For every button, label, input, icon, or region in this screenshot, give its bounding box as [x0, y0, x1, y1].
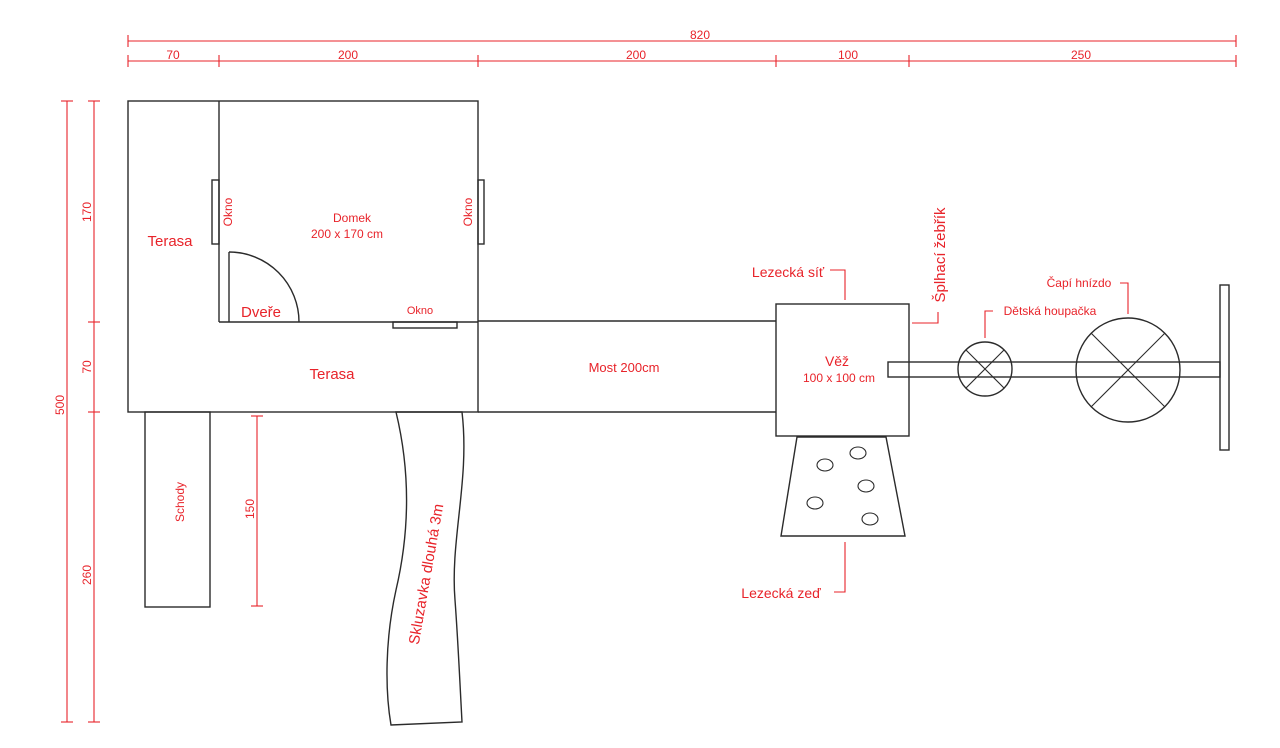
climbing-wall-outline — [780, 436, 906, 537]
segment-label-house: 200 — [338, 48, 358, 62]
tower: Věž 100 x 100 cm Lezecká síť Šplhací žeb… — [752, 207, 949, 437]
stairs-length-label: 150 — [243, 499, 257, 519]
climbing-wall: Lezecká zeď — [741, 436, 906, 601]
slide: Skluzavka dlouhá 3m — [386, 411, 465, 726]
window-bottom-label: Okno — [407, 305, 433, 317]
window-right-label: Okno — [461, 197, 475, 226]
door-label: Dveře — [241, 304, 281, 321]
kids-swing-label: Dětská houpačka — [1004, 304, 1097, 318]
terrace-bottom-label: Terasa — [309, 366, 355, 383]
horizontal-dimensions: 820 70 200 200 100 250 — [127, 28, 1237, 67]
slide-outline — [386, 411, 465, 726]
height-label-terrace: 70 — [80, 360, 94, 374]
tower-name-label: Věž — [825, 353, 849, 369]
climbing-hold — [806, 496, 824, 510]
segment-label-swings: 250 — [1071, 48, 1091, 62]
vertical-dimensions: 500 170 70 260 150 — [53, 100, 263, 723]
kids-swing-seat — [957, 341, 1013, 397]
window-right-frame — [477, 179, 485, 245]
tower-outline — [775, 303, 910, 437]
stork-nest-label: Čapí hnízdo — [1047, 275, 1112, 290]
total-height-label: 500 — [53, 395, 67, 415]
climbing-net-leader — [830, 269, 846, 300]
climbing-wall-label: Lezecká zeď — [741, 585, 821, 601]
terrace-top-label: Terasa — [147, 233, 193, 250]
stairs-outline — [144, 411, 211, 608]
climbing-wall-leader — [834, 542, 846, 593]
climbing-hold — [857, 479, 875, 493]
window-left-label: Okno — [221, 197, 235, 226]
height-label-house: 170 — [80, 202, 94, 222]
climbing-hold — [861, 512, 879, 526]
platform-outline — [127, 100, 479, 413]
main-platform: Terasa Terasa Domek 200 x 170 cm Okno Ok… — [127, 100, 485, 413]
window-left-frame — [211, 179, 220, 245]
bridge-label: Most 200cm — [589, 360, 660, 375]
rope-ladder-leader — [912, 312, 939, 324]
height-label-ground: 260 — [80, 565, 94, 585]
house-name-label: Domek — [333, 211, 372, 225]
segment-label-tower: 100 — [838, 48, 858, 62]
stork-nest-leader — [1120, 282, 1129, 314]
stork-nest-seat — [1075, 317, 1181, 423]
climbing-hold — [816, 458, 834, 472]
stairs-label: Schody — [173, 482, 187, 522]
rope-ladder-label: Šplhací žebřík — [932, 207, 949, 303]
kids-swing-leader — [984, 310, 993, 338]
bridge: Most 200cm — [478, 320, 776, 413]
tower-size-label: 100 x 100 cm — [803, 371, 875, 385]
house-size-label: 200 x 170 cm — [311, 227, 383, 241]
segment-label-terrace: 70 — [166, 48, 180, 62]
kids-swing-spoke — [965, 349, 1005, 389]
stork-nest-spoke — [1090, 332, 1166, 408]
stairs: Schody — [144, 411, 211, 608]
total-width-label: 820 — [690, 28, 710, 42]
door-swing-arc — [228, 251, 300, 323]
segment-label-bridge: 200 — [626, 48, 646, 62]
climbing-hold — [849, 446, 867, 460]
window-bottom-frame — [392, 321, 458, 329]
climbing-net-label: Lezecká síť — [752, 264, 825, 280]
swing-set: Dětská houpačka Čapí hnízdo — [887, 275, 1230, 451]
swing-beam — [887, 361, 1221, 378]
swing-end-post — [1219, 284, 1230, 451]
slide-label: Skluzavka dlouhá 3m — [406, 503, 448, 646]
